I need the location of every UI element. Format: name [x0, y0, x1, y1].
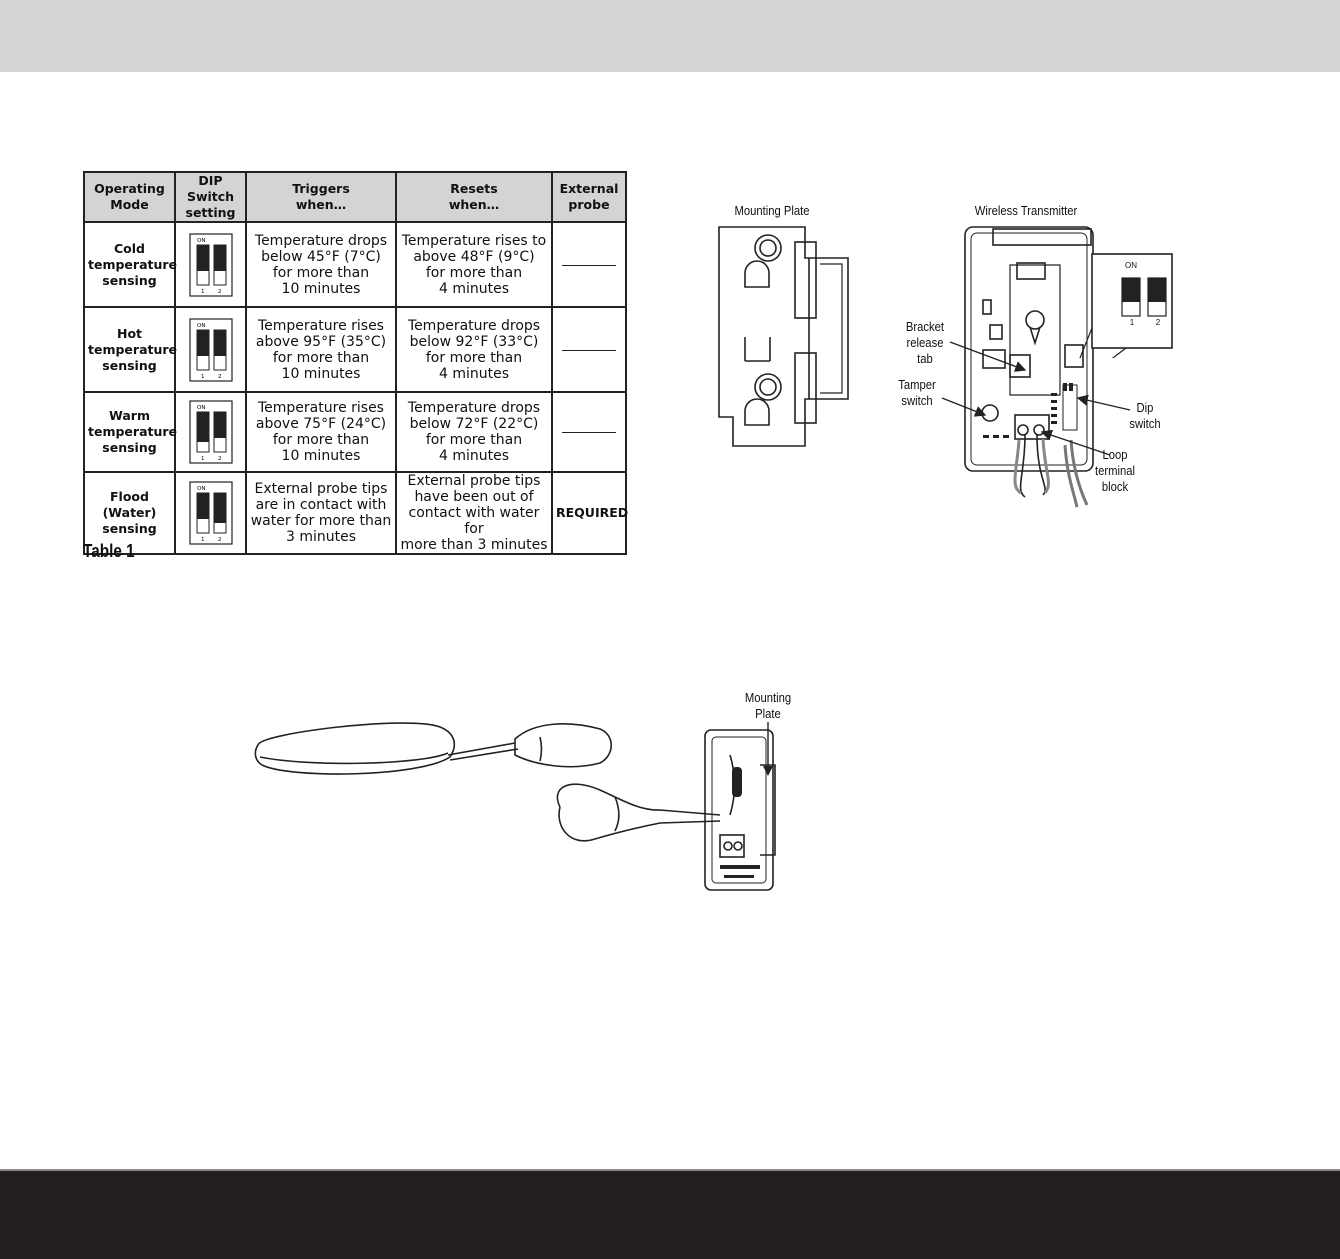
dip-knob-1: [196, 329, 209, 356]
dip-number-1: 1: [201, 289, 205, 295]
dip-on-label: ON: [197, 323, 205, 329]
dip-number-1: 1: [201, 456, 205, 462]
dip-knob-2: [213, 244, 226, 271]
callout-arrows: [941, 341, 1131, 456]
dip-on-label: ON: [197, 405, 205, 411]
dip-number-2: 2: [218, 537, 222, 543]
dip-on-label: ON: [197, 238, 205, 244]
external-probe-cell: REQUIRED: [551, 471, 629, 555]
dip-knob-1: [196, 412, 209, 442]
dip-switch-cell: ON 1 2: [174, 391, 247, 473]
dip-knob-1: [196, 493, 209, 519]
not-required-line: [562, 264, 616, 266]
dip-switch-diagram: ON 1 2: [188, 481, 233, 545]
dip-switch-cell: ON 1 2: [174, 471, 247, 555]
footer-band: [0, 1169, 1340, 1259]
dip-knob-2: [213, 412, 226, 438]
dip-knob-1: [196, 244, 209, 271]
dip-switch-cell: ON 1 2: [174, 221, 247, 308]
dip-switch-inset: [1079, 253, 1173, 358]
inset-number-2: 2: [1155, 318, 1161, 327]
dip-switch-diagram: ON 1 2: [188, 400, 233, 464]
dip-number-2: 2: [218, 456, 222, 462]
dip-number-2: 2: [218, 289, 222, 295]
dip-number-1: 1: [201, 374, 205, 380]
dip-switch-cell: ON 1 2: [174, 306, 247, 393]
bottom-mounting-plate-arrow: [763, 722, 773, 776]
external-probe-cell: [551, 221, 627, 308]
not-required-line: [562, 349, 616, 351]
header-band: [0, 0, 1340, 72]
mounting-plate-drawing: [718, 226, 849, 447]
dip-switch-diagram: ON 1 2: [188, 317, 233, 382]
external-probe-cell: [551, 391, 627, 473]
table-row: Flood(Water)sensing ON 1 2 External probe ti…: [83, 471, 629, 555]
dip-number-1: 1: [201, 537, 205, 543]
inset-on-label: ON: [1125, 261, 1137, 270]
probe-required-text: REQUIRED: [556, 505, 629, 520]
table-caption: Table 1: [83, 541, 135, 561]
wireless-transmitter-label: Wireless Transmitter: [974, 204, 1078, 218]
dip-knob-2: [213, 493, 226, 523]
mode-cell: Flood(Water)sensing: [83, 471, 176, 555]
dip-knob-2: [213, 329, 226, 356]
screwdriver-removal-drawing: [254, 722, 776, 891]
external-probe-cell: [551, 306, 627, 393]
mounting-plate-label: Mounting Plate: [734, 204, 810, 218]
inset-number-1: 1: [1129, 318, 1135, 327]
not-required-line: [562, 432, 616, 433]
dip-switch-diagram: ON 1 2: [188, 232, 233, 297]
dip-on-label: ON: [197, 486, 205, 492]
dip-number-2: 2: [218, 374, 222, 380]
